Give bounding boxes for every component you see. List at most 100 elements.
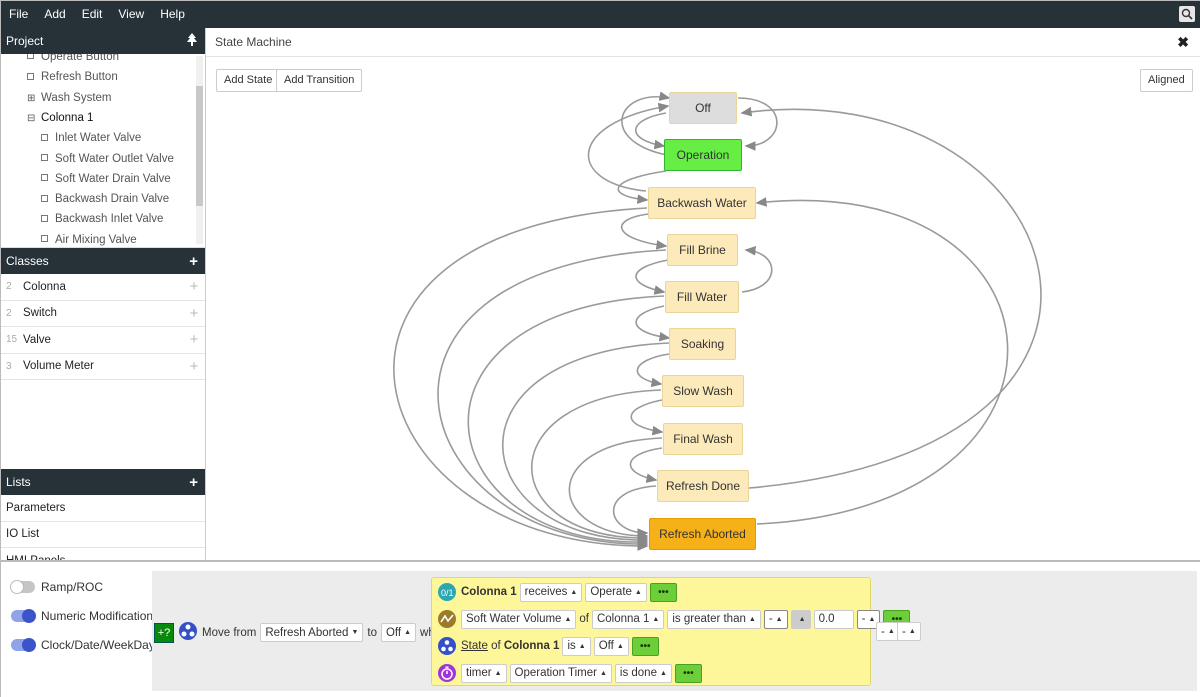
condition-subject: Colonna 1 (461, 586, 517, 598)
operator-dropdown[interactable]: is done▲ (614, 663, 672, 683)
more-button[interactable]: ••• (674, 663, 702, 683)
transition-edge (613, 485, 657, 538)
operator-dropdown[interactable]: is▲ (562, 636, 591, 656)
expand-icon[interactable]: ⊞ (27, 92, 36, 104)
aligned-button[interactable]: Aligned (1140, 69, 1193, 92)
toggle-ramp-roc[interactable]: Ramp/ROC (10, 580, 103, 594)
tree-item[interactable]: ⊟Colonna 1 (27, 108, 93, 128)
add-transition-button[interactable]: Add Transition (276, 69, 363, 92)
state-node[interactable]: Backwash Water (648, 187, 756, 219)
transition-edge (617, 170, 667, 204)
svg-text:0/1: 0/1 (441, 588, 454, 598)
state-node[interactable]: Off (669, 92, 737, 124)
add-class-icon[interactable]: + (189, 252, 198, 270)
transition-edge (636, 353, 670, 388)
toggle-numeric-modification[interactable]: Numeric Modification (11, 609, 153, 623)
leaf-icon (41, 153, 48, 161)
add-list-icon[interactable]: + (189, 473, 198, 491)
state-node[interactable]: Slow Wash (662, 375, 744, 407)
value-input[interactable]: 0.0 (813, 609, 854, 629)
operator-dropdown[interactable]: is greater than▲ (667, 609, 761, 629)
tree-item[interactable]: Operate Button (27, 54, 119, 67)
object-dropdown[interactable]: Colonna 1▲ (591, 609, 665, 629)
add-instance-icon[interactable]: + (189, 304, 199, 322)
scroll-thumb[interactable] (196, 86, 203, 206)
state-value-dropdown[interactable]: Off▲ (593, 636, 629, 656)
more-button[interactable]: ••• (631, 636, 659, 656)
menu-view[interactable]: View (118, 7, 145, 21)
extra-dropdown[interactable]: -▲ (897, 622, 921, 641)
more-button[interactable]: ••• (649, 582, 677, 602)
state-link[interactable]: State (461, 640, 488, 652)
transition-graph (393, 91, 1042, 551)
menu-file[interactable]: File (9, 7, 29, 21)
verb-dropdown[interactable]: receives▲ (519, 582, 583, 602)
state-node[interactable]: Fill Brine (667, 234, 738, 266)
state-node[interactable]: Fill Water (665, 281, 739, 313)
tree-item[interactable]: Air Mixing Valve (41, 230, 137, 247)
tree-icon[interactable] (186, 33, 198, 49)
menu-edit[interactable]: Edit (81, 7, 103, 21)
condition-subject: Colonna 1 (503, 640, 560, 652)
close-icon[interactable]: ✖ (1177, 34, 1189, 50)
tree-item[interactable]: Inlet Water Valve (41, 128, 141, 148)
class-name: Valve (23, 333, 51, 346)
state-node[interactable]: Operation (664, 139, 742, 171)
class-count: 15 (6, 334, 18, 346)
tree-item-label: Wash System (41, 91, 112, 104)
class-row[interactable]: 15 Valve + (1, 327, 205, 354)
add-instance-icon[interactable]: + (189, 357, 199, 375)
transition-edge (568, 437, 663, 541)
to-state-dropdown[interactable]: Off▲ (380, 623, 417, 642)
unit-dropdown[interactable]: -▲ (856, 609, 881, 629)
timer-icon (438, 664, 456, 682)
toggle-switch[interactable] (11, 609, 36, 623)
collapse-icon[interactable]: ⊟ (27, 112, 36, 124)
state-node[interactable]: Refresh Done (657, 470, 749, 502)
tree-item-label: Air Mixing Valve (55, 233, 137, 246)
type-dropdown[interactable]: timer▲ (461, 663, 507, 683)
transition-edge (393, 207, 649, 551)
menu-help[interactable]: Help (160, 7, 185, 21)
list-item[interactable]: IO List (1, 522, 205, 548)
menu-add[interactable]: Add (44, 7, 66, 21)
tree-item[interactable]: Backwash Drain Valve (41, 189, 169, 209)
transition-edge (621, 213, 668, 250)
add-instance-icon[interactable]: + (189, 278, 199, 296)
tree-item-label: Soft Water Drain Valve (55, 172, 171, 185)
state-node[interactable]: Refresh Aborted (649, 518, 756, 550)
from-state-dropdown[interactable]: Refresh Aborted▼ (260, 623, 364, 642)
project-header: Project (1, 28, 205, 54)
toggle-switch[interactable] (11, 638, 36, 652)
tree-item[interactable]: ⊞ Wash System (27, 88, 112, 108)
list-item[interactable]: Parameters (1, 495, 205, 522)
state-node[interactable]: Soaking (669, 328, 736, 360)
transition-edge (741, 246, 773, 293)
sign-dropdown[interactable]: -▲ (763, 609, 788, 629)
state-node[interactable]: Final Wash (663, 423, 743, 455)
condition-row: Soft Water Volume▲ of Colonna 1▲ is grea… (438, 608, 911, 630)
state-machine-panel: State Machine ✖ Add State Add Transition… (206, 28, 1200, 560)
list-item[interactable]: HMI Panels (1, 548, 205, 560)
timer-name-dropdown[interactable]: Operation Timer▲ (509, 663, 612, 683)
add-condition-icon[interactable]: +? (154, 622, 174, 643)
leaf-icon (41, 194, 48, 202)
tree-item[interactable]: Soft Water Outlet Valve (41, 149, 174, 169)
toggle-switch[interactable] (10, 580, 35, 594)
project-scrollbar[interactable] (196, 56, 203, 244)
add-instance-icon[interactable]: + (189, 331, 199, 349)
value-dropdown[interactable]: Operate▲ (585, 582, 647, 602)
variable-dropdown[interactable]: Soft Water Volume▲ (461, 609, 577, 629)
numeric-toggle[interactable]: ▲ (790, 609, 811, 629)
move-from-label: Move from (202, 626, 257, 639)
tree-item[interactable]: Refresh Button (27, 67, 118, 87)
tree-item[interactable]: Backwash Inlet Valve (41, 209, 163, 229)
search-icon[interactable] (1179, 6, 1195, 22)
toggle-clock-date-weekday[interactable]: Clock/Date/WeekDay (11, 638, 155, 652)
tree-item[interactable]: Soft Water Drain Valve (41, 169, 171, 189)
